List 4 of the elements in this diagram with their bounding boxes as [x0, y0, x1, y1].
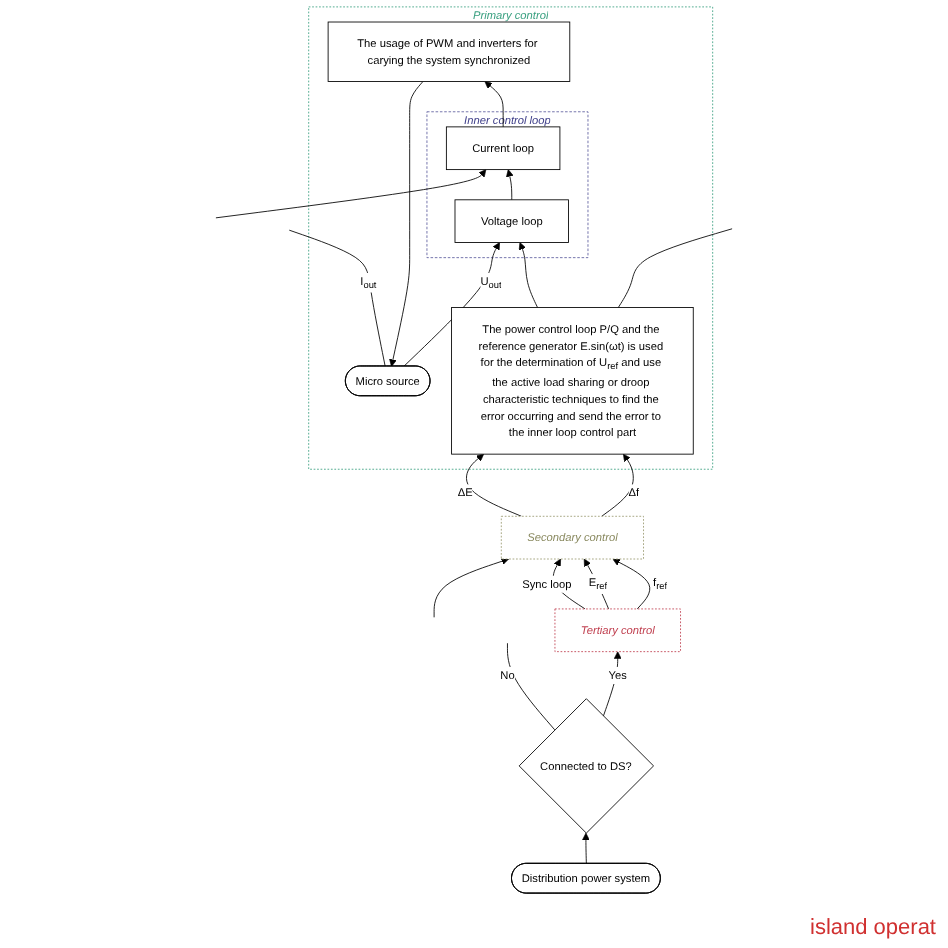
connector [617, 228, 733, 308]
connector [507, 642, 556, 731]
note-text: island operat [810, 916, 936, 940]
connector [288, 229, 386, 367]
